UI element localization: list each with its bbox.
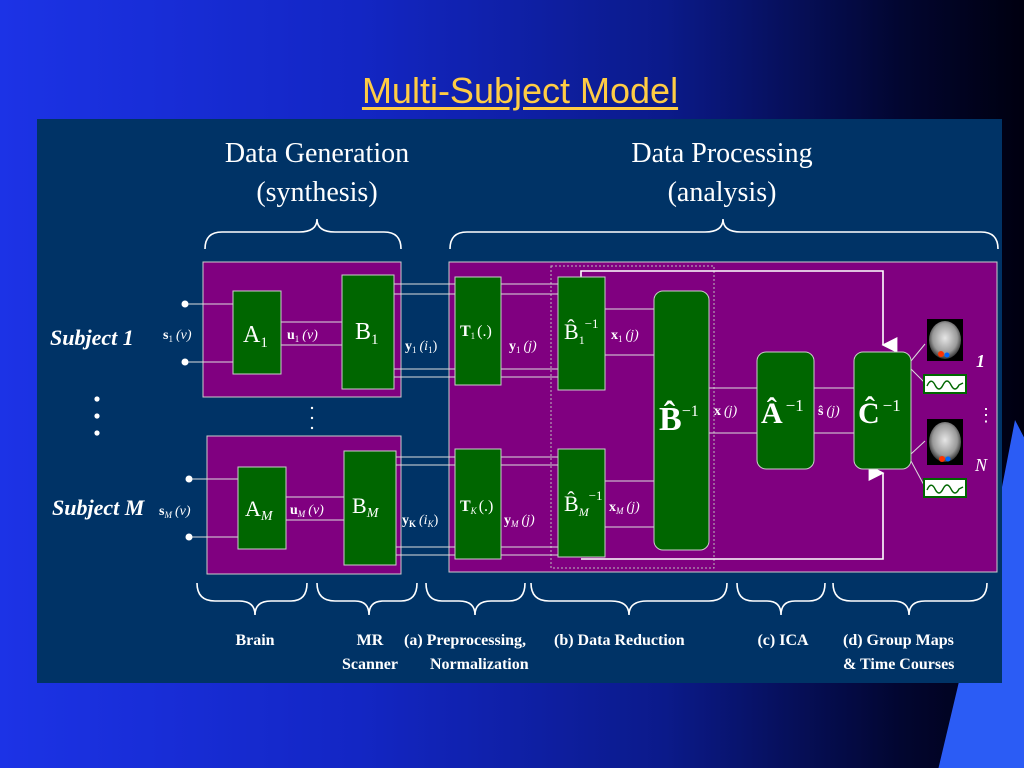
- scanner-brace: [316, 582, 418, 616]
- b1-block: [341, 274, 395, 390]
- middle-ellipsis: [310, 406, 314, 430]
- bhat-label: B̂−1: [659, 400, 699, 438]
- processing-header-line2: (analysis): [668, 177, 777, 208]
- connection-lines: [185, 283, 926, 556]
- ahat-block: [756, 351, 815, 470]
- bhat1-block: [557, 276, 606, 391]
- a1-label: A1: [243, 322, 268, 351]
- input-terminals: [181, 300, 193, 541]
- diagram-svg: Data Generation (synthesis) Data Process…: [50, 138, 999, 673]
- output-ellipsis: ⋮: [977, 405, 995, 425]
- tk-block: [454, 448, 502, 560]
- brain-map-icon-2: [927, 419, 963, 465]
- t1-label: T1(.): [460, 323, 492, 341]
- b1-label: B1: [355, 319, 379, 348]
- bottom-braces: [196, 582, 988, 616]
- x1j-label: x1(j): [611, 328, 639, 344]
- generation-brace: [204, 218, 402, 250]
- generation-header-line2: (synthesis): [256, 177, 377, 208]
- yK-label: yK(iK): [402, 513, 439, 529]
- reduction-dotted-box: [550, 265, 715, 569]
- preproc-stage-label-line2: Normalization: [430, 656, 529, 673]
- s1-label: s1(v): [163, 328, 192, 344]
- uM-label: uM(v): [290, 503, 324, 519]
- slide-title: Multi-Subject Model: [361, 70, 679, 111]
- shatj-label: ŝ(j): [818, 404, 840, 419]
- generation-header-line1: Data Generation: [225, 138, 409, 169]
- preproc-stage-label-line1: (a) Preprocessing,: [404, 632, 526, 649]
- reduction-to-c-arrow: [580, 270, 898, 353]
- output-first-label: 1: [976, 351, 985, 371]
- yMj-label: yM(j): [504, 513, 535, 529]
- brain-brace: [196, 582, 308, 616]
- maps-stage-label-line1: (d) Group Maps: [843, 632, 954, 649]
- output-last-label: N: [974, 455, 988, 475]
- aM-label: AM: [245, 496, 274, 524]
- bhatM-block: [557, 448, 606, 558]
- subject-ellipsis: [94, 396, 100, 436]
- xj-label: x(j): [714, 404, 738, 419]
- ahat-label: Â−1: [761, 396, 804, 430]
- top-braces: [204, 218, 999, 250]
- diagram-panel: Data Generation (synthesis) Data Process…: [37, 119, 1002, 683]
- xMj-label: xM(j): [609, 500, 640, 516]
- y1j-label: y1(j): [509, 339, 537, 355]
- bhat1-label: B̂1−1: [564, 316, 599, 347]
- sM-label: sM(v): [159, 504, 191, 520]
- subjectM-label: Subject M: [52, 495, 146, 520]
- bhat-block: [653, 290, 710, 551]
- timecourse-icon-1: [923, 374, 967, 394]
- brain-stage-label: Brain: [235, 632, 274, 649]
- y1-label: y1(i1): [405, 339, 438, 355]
- chat-label: Ĉ−1: [858, 396, 901, 430]
- aM-block: [237, 466, 287, 550]
- reduction-stage-label: (b) Data Reduction: [554, 632, 685, 649]
- bM-block: [343, 450, 397, 566]
- preproc-brace: [425, 582, 526, 616]
- processing-header-line1: Data Processing: [631, 138, 812, 169]
- subject1-label: Subject 1: [50, 325, 134, 350]
- bhatM-label: B̂M−1: [564, 488, 603, 519]
- ica-stage-label: (c) ICA: [757, 632, 809, 649]
- maps-brace: [832, 582, 988, 616]
- reduction-brace: [530, 582, 728, 616]
- t1-block: [454, 276, 502, 386]
- maps-stage-label-line2: & Time Courses: [843, 656, 954, 673]
- processing-brace: [449, 218, 999, 250]
- timecourse-icon-2: [923, 478, 967, 498]
- chat-block: [853, 351, 912, 470]
- scanner-stage-label-line2: Scanner: [342, 656, 398, 673]
- a1-block: [232, 290, 282, 375]
- scanner-stage-label-line1: MR: [357, 632, 384, 649]
- tk-label: TK(.): [460, 498, 493, 516]
- u1-label: u1(v): [287, 328, 318, 344]
- reduction-to-c-arrow-bottom: [581, 465, 885, 560]
- ica-brace: [736, 582, 826, 616]
- brain-map-icon-1: [927, 319, 963, 361]
- bM-label: BM: [352, 493, 380, 521]
